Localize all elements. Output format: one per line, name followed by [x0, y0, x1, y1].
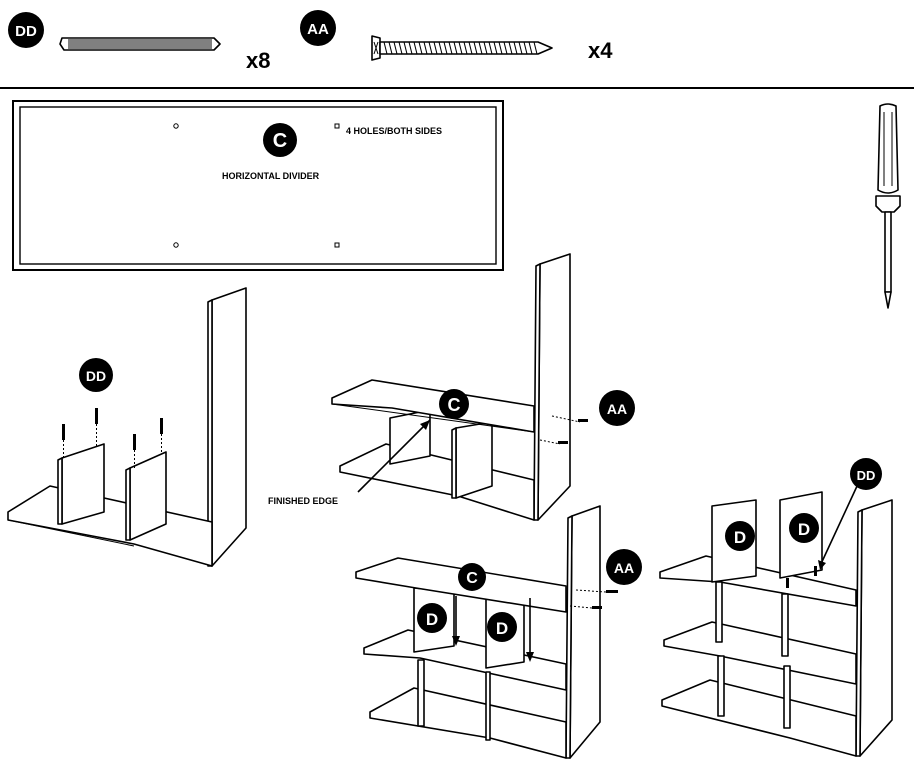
svg-text:D: D	[426, 610, 438, 629]
screw-thread	[428, 41, 433, 55]
step-4-illustration: D D DD	[659, 458, 893, 757]
dowel-code-label: DD	[15, 23, 37, 40]
screw-thread	[498, 41, 503, 55]
svg-text:D: D	[734, 528, 746, 547]
screw-thread	[443, 41, 448, 55]
step-1-illustration: DD	[7, 287, 247, 567]
step-2-c-badge: C	[439, 389, 469, 419]
step-3-screw-badge: AA	[606, 549, 642, 585]
screw-thread	[463, 41, 468, 55]
step-3-d-badge-2: D	[487, 612, 517, 642]
screw-thread	[448, 41, 453, 55]
step-1-dowel-badge: DD	[79, 358, 113, 392]
screw-thread	[473, 41, 478, 55]
svg-text:DD: DD	[86, 368, 106, 384]
svg-text:DD: DD	[857, 468, 876, 483]
screw-thread	[423, 41, 428, 55]
screw-code-badge: AA	[300, 10, 336, 46]
panel-c-badge: C	[263, 123, 297, 157]
screw-thread	[383, 41, 388, 55]
dowel-code-badge: DD	[8, 12, 44, 48]
step-4-d-badge-1: D	[725, 521, 755, 551]
screwdriver-icon	[875, 103, 901, 309]
svg-text:C: C	[448, 395, 461, 415]
screw-thread	[513, 41, 518, 55]
screw-thread	[438, 41, 443, 55]
screw-thread	[503, 41, 508, 55]
screw-thread	[413, 41, 418, 55]
svg-text:AA: AA	[614, 560, 634, 576]
svg-text:C: C	[273, 130, 287, 152]
step-4-dowel-badge: DD	[850, 458, 882, 490]
screw-thread	[418, 41, 423, 55]
screw-thread	[408, 41, 413, 55]
cam-screw-icon	[371, 35, 553, 61]
screw-thread	[488, 41, 493, 55]
finished-edge-pointer	[357, 419, 431, 493]
panel-c-name: HORIZONTAL DIVIDER	[222, 171, 320, 181]
screw-thread	[528, 41, 533, 55]
screw-thread	[458, 41, 463, 55]
screw-thread	[403, 41, 408, 55]
screw-code-label: AA	[307, 21, 329, 38]
screw-thread	[518, 41, 523, 55]
step-2-illustration: C AA FINISHED EDGE	[268, 253, 635, 521]
svg-text:D: D	[496, 619, 508, 638]
step-3-c-badge: C	[458, 563, 486, 591]
screw-thread	[493, 41, 498, 55]
panel-c-detail: C 4 HOLES/BOTH SIDES HORIZONTAL DIVIDER	[12, 100, 504, 271]
screw-thread	[468, 41, 473, 55]
screw-thread	[478, 41, 483, 55]
finished-edge-label: FINISHED EDGE	[268, 496, 338, 506]
screw-thread	[523, 41, 528, 55]
screw-thread	[533, 41, 538, 55]
step-3-d-badge-1: D	[417, 603, 447, 633]
step-3-illustration: C D D AA	[355, 505, 642, 759]
screw-thread	[508, 41, 513, 55]
screw-thread	[453, 41, 458, 55]
step-4-d-badge-2: D	[789, 513, 819, 543]
screw-thread	[393, 41, 398, 55]
step-2-screw-badge: AA	[599, 390, 635, 426]
parts-header: DD x8 AA x4	[8, 10, 613, 73]
svg-text:D: D	[798, 520, 810, 539]
screw-thread	[388, 41, 393, 55]
holes-note: 4 HOLES/BOTH SIDES	[346, 126, 442, 136]
screw-thread	[433, 41, 438, 55]
svg-text:AA: AA	[607, 401, 627, 417]
screw-quantity: x4	[588, 38, 613, 63]
screw-thread	[398, 41, 403, 55]
dowel-quantity: x8	[246, 48, 270, 73]
svg-text:C: C	[466, 570, 478, 587]
screw-thread	[483, 41, 488, 55]
wooden-dowel-icon	[59, 37, 221, 51]
